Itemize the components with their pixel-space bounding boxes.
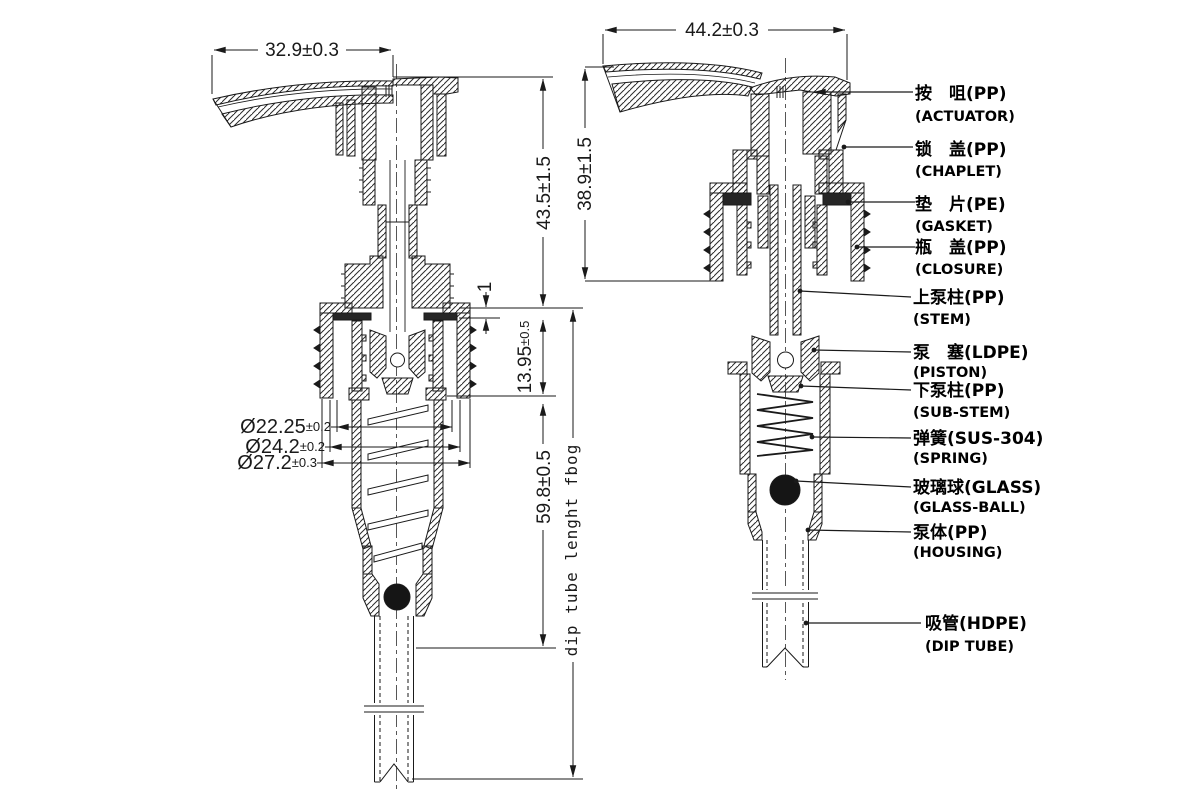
left-check-ball (390, 352, 405, 368)
dim-text-32-9: 32.9±0.3 (265, 40, 339, 61)
part-label-glass-ball-zh: 玻璃球(GLASS) (913, 477, 1041, 498)
part-labels: 按 咀(PP) (ACTUATOR) 锁 盖(PP) (CHAPLET) 垫 片… (793, 83, 1043, 655)
dim-text-dia-24-2: Ø24.2±0.2 (245, 436, 325, 458)
part-label-housing-zh: 泵体(PP) (913, 522, 987, 543)
left-view-dimensions: 32.9±0.3 43.5±1.5 1 13.95±0.5 59 (211, 40, 583, 780)
right-housing (727, 361, 841, 541)
part-label-piston-zh: 泵 塞(LDPE) (913, 342, 1029, 363)
right-sub-stem (767, 375, 804, 393)
part-label-chaplet-en: (CHAPLET) (915, 164, 1002, 180)
left-closure-ratchet-teeth (313, 325, 477, 389)
part-label-stem: 上泵柱(PP) (STEM) (913, 287, 1004, 328)
dim-dia-mid: Ø24.2±0.2 (245, 400, 461, 458)
part-label-spring: 弹簧(SUS-304) (SPRING) (913, 428, 1043, 467)
left-actuator-head (335, 76, 459, 161)
right-dip-tube (752, 540, 818, 668)
part-label-chaplet-zh: 锁 盖(PP) (915, 139, 1006, 160)
part-label-gasket-en: (GASKET) (915, 219, 993, 235)
right-check-ball (777, 351, 794, 369)
part-label-stem-zh: 上泵柱(PP) (913, 287, 1004, 308)
right-closure-ratchet-teeth (703, 209, 871, 273)
part-label-piston: 泵 塞(LDPE) (PISTON) (913, 342, 1029, 381)
dim-head-height-left: 43.5±1.5 (393, 76, 555, 307)
dim-head-height-right: 38.9±1.5 (572, 66, 714, 282)
right-piston (751, 335, 820, 393)
left-piston (369, 329, 426, 395)
dim-dia-outer: Ø27.2±0.3 (237, 399, 471, 474)
left-dip-tube-cut (379, 763, 409, 783)
left-closure (313, 302, 477, 399)
dim-text-44-2: 44.2±0.3 (685, 20, 759, 41)
right-closure (703, 182, 871, 282)
dim-spout-width-left: 32.9±0.3 (211, 40, 394, 94)
part-label-actuator-en: (ACTUATOR) (915, 109, 1015, 125)
part-label-piston-en: (PISTON) (913, 365, 987, 381)
dim-text-dia-22-25: Ø22.25±0.2 (240, 416, 331, 438)
right-stem (757, 184, 816, 336)
dim-dia-inner: Ø22.25±0.2 (240, 400, 453, 438)
left-housing (348, 387, 447, 617)
part-label-gasket: 垫 片(PE) (GASKET) (915, 194, 1006, 235)
left-dip-tube (364, 616, 424, 783)
part-label-housing: 泵体(PP) (HOUSING) (913, 522, 1002, 561)
part-label-dip-tube-zh: 吸管(HDPE) (925, 613, 1027, 634)
right-gasket (722, 192, 752, 206)
dim-housing-length: 59.8±0.5 (416, 403, 556, 649)
left-gasket (332, 312, 372, 321)
part-label-sub-stem-zh: 下泵柱(PP) (913, 380, 1004, 401)
dim-text-43-5: 43.5±1.5 (534, 156, 555, 230)
dim-text-dia-27-2: Ø27.2±0.3 (237, 452, 317, 474)
left-chaplet (341, 255, 454, 309)
part-label-dip-tube: 吸管(HDPE) (DIP TUBE) (925, 613, 1027, 655)
part-label-closure-zh: 瓶 盖(PP) (915, 237, 1006, 258)
part-label-sub-stem-en: (SUB-STEM) (913, 405, 1010, 421)
part-label-closure: 瓶 盖(PP) (CLOSURE) (915, 237, 1006, 278)
right-actuator-spout (602, 62, 763, 113)
right-view-dimensions: 44.2±0.3 38.9±1.5 (572, 20, 848, 282)
left-glass-ball (383, 583, 411, 611)
part-label-sub-stem: 下泵柱(PP) (SUB-STEM) (913, 380, 1010, 421)
part-label-actuator: 按 咀(PP) (ACTUATOR) (915, 83, 1015, 125)
part-label-closure-en: (CLOSURE) (915, 262, 1003, 278)
dim-text-1: 1 (475, 282, 496, 293)
part-label-chaplet: 锁 盖(PP) (CHAPLET) (915, 139, 1006, 180)
part-label-glass-ball: 玻璃球(GLASS) (GLASS-BALL) (913, 477, 1041, 516)
part-label-actuator-zh: 按 咀(PP) (915, 83, 1006, 104)
dim-text-13-95: 13.95±0.5 (515, 321, 536, 394)
part-label-stem-en: (STEM) (913, 312, 971, 328)
left-sub-stem (381, 377, 414, 395)
right-section-view (602, 58, 871, 680)
part-leader-lines (793, 88, 921, 626)
dim-text-59-8: 59.8±0.5 (534, 450, 555, 524)
right-spring (756, 393, 814, 457)
dim-gasket-gap: 1 (459, 282, 583, 334)
part-label-gasket-zh: 垫 片(PE) (915, 194, 1006, 215)
right-dip-tube-cut (766, 647, 804, 668)
dip-tube-length-note: dip tube lenght fbog (562, 444, 581, 657)
dim-closure-depth: 13.95±0.5 (447, 319, 556, 397)
part-label-spring-en: (SPRING) (913, 451, 988, 467)
right-glass-ball (769, 474, 801, 506)
dim-text-38-9: 38.9±1.5 (575, 137, 596, 211)
dim-dip-tube-length: dip tube lenght fbog (412, 309, 583, 780)
part-label-glass-ball-en: (GLASS-BALL) (913, 500, 1026, 516)
dim-spout-width-right: 44.2±0.3 (602, 20, 848, 80)
part-label-spring-zh: 弹簧(SUS-304) (913, 428, 1043, 449)
part-label-housing-en: (HOUSING) (913, 545, 1002, 561)
part-label-dip-tube-en: (DIP TUBE) (925, 639, 1014, 655)
